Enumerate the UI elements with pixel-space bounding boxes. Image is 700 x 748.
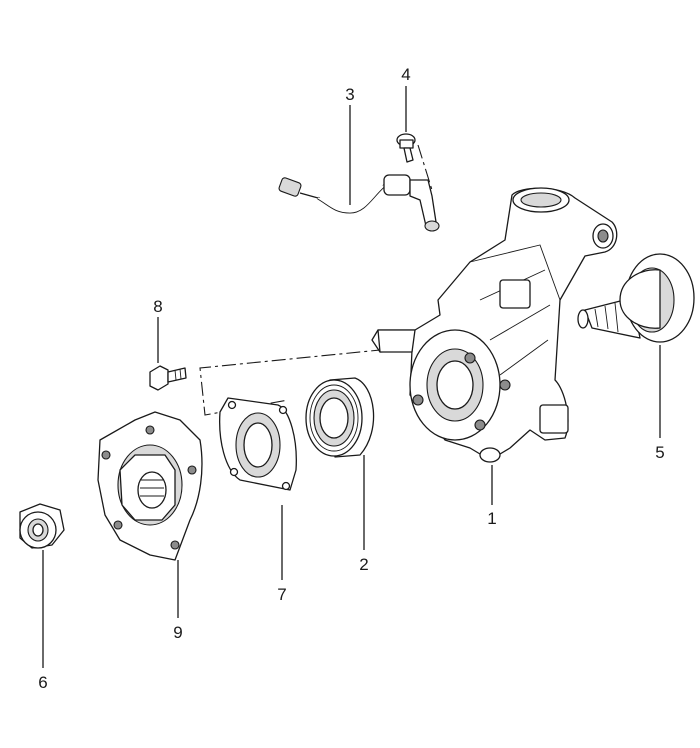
callout-8: 8 bbox=[153, 297, 162, 316]
callout-7: 7 bbox=[277, 585, 286, 604]
callout-5: 5 bbox=[655, 443, 664, 462]
part-5-drive-shaft bbox=[577, 253, 695, 343]
callout-labels: 1 2 3 4 5 6 7 8 9 bbox=[38, 65, 664, 692]
part-7-shield-plate bbox=[219, 397, 297, 491]
part-9-wheel-hub bbox=[97, 411, 203, 561]
callout-3: 3 bbox=[345, 85, 354, 104]
callout-9: 9 bbox=[173, 623, 182, 642]
part-2-wheel-bearing bbox=[305, 377, 375, 458]
part-4-sensor-bolt bbox=[396, 133, 416, 163]
part-8-bolt bbox=[149, 365, 187, 391]
callout-4: 4 bbox=[401, 65, 410, 84]
callout-1: 1 bbox=[487, 509, 496, 528]
part-6-wheel-nut bbox=[19, 503, 65, 549]
leader-lines bbox=[42, 86, 661, 668]
part-3-sensor-cable bbox=[278, 174, 440, 232]
part-1-wheel-carrier bbox=[371, 187, 618, 463]
callout-2: 2 bbox=[359, 555, 368, 574]
callout-6: 6 bbox=[38, 673, 47, 692]
